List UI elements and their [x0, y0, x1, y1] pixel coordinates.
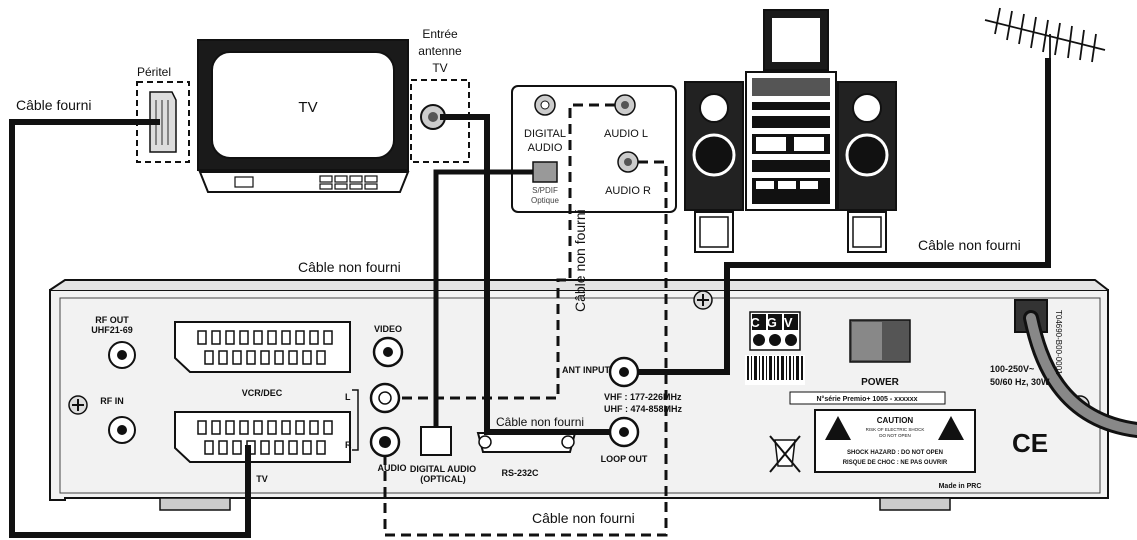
- scart-vcr-dec[interactable]: [174, 321, 351, 373]
- receiver-back-panel: [49, 279, 1109, 511]
- audio-right-rca-connector[interactable]: [369, 426, 401, 458]
- cable-audio-r: [383, 160, 668, 537]
- audio-l-label: AUDIO L: [604, 128, 648, 140]
- video-rca-connector[interactable]: [372, 336, 404, 368]
- cable-non-fourni-right-label: Câble non fourni: [918, 237, 1021, 253]
- digital-audio-optical-port[interactable]: [420, 426, 452, 456]
- antenna-icon: [984, 7, 1106, 63]
- spdif-optical-socket[interactable]: [532, 161, 558, 183]
- cable-non-fourni-center-label: Câble non fourni: [298, 259, 401, 275]
- rf-in-label: RF IN: [100, 396, 124, 406]
- cable-audio-l: [399, 103, 615, 400]
- digital-audio-label-2: AUDIO: [528, 142, 563, 154]
- caution-label: CAUTION RISK OF ELECTRIC SHOCK DO NOT OP…: [814, 409, 976, 473]
- digital-audio-optical-label-2: (OPTICAL): [420, 474, 466, 484]
- caution-sub-2: DO NOT OPEN: [879, 433, 910, 438]
- serial-number-label: N°série Premio+ 1005 - xxxxxx: [816, 395, 917, 403]
- loop-out-connector[interactable]: [608, 416, 640, 448]
- cable-scart-fourni: [9, 119, 251, 538]
- rf-out-connector[interactable]: [108, 341, 136, 369]
- made-in-label: Made in PRC: [939, 483, 982, 490]
- antenna-input-label-1: Entrée: [422, 27, 458, 41]
- ant-input-label: ANT INPUT: [562, 365, 610, 375]
- tv-label: TV: [298, 99, 317, 116]
- vcr-dec-label: VCR/DEC: [242, 388, 283, 398]
- tv-scart-label: TV: [256, 474, 268, 484]
- spdif-label-2: Optique: [531, 196, 560, 205]
- scart-tv[interactable]: [174, 411, 351, 463]
- weee-bin-icon: [769, 435, 801, 473]
- cable-fourni-label: Câble fourni: [16, 97, 92, 113]
- barcode: [745, 355, 805, 385]
- uhf-label: UHF : 474-858MHz: [604, 404, 683, 414]
- ant-input-connector[interactable]: [608, 356, 640, 388]
- rs232c-port[interactable]: [476, 432, 577, 453]
- spdif-label-1: S/PDIF: [532, 186, 558, 195]
- cable-antenna-input: [638, 58, 1051, 375]
- voltage-label-2: 50/60 Hz, 30W: [990, 377, 1050, 387]
- hifi-stereo-system: [684, 9, 897, 253]
- caution-title: CAUTION: [877, 416, 914, 425]
- cable-antenna-loop: [440, 114, 610, 435]
- audio-left-rca-connector[interactable]: [369, 382, 401, 414]
- rf-in-connector[interactable]: [108, 416, 136, 444]
- warning-triangle-icon: [825, 416, 851, 440]
- audio-r-label: AUDIO R: [605, 185, 651, 197]
- digital-audio-label-1: DIGITAL: [524, 128, 566, 140]
- rs232c-label: RS-232C: [501, 468, 539, 478]
- warning-triangle-icon: [938, 416, 964, 440]
- screw-icon: [693, 290, 713, 310]
- shock-hazard-line-2: RISQUE DE CHOC : NE PAS OUVRIR: [843, 460, 948, 466]
- power-label: POWER: [861, 377, 900, 388]
- cable-non-fourni-bottom-label: Câble non fourni: [532, 510, 635, 526]
- video-label: VIDEO: [374, 324, 402, 334]
- shock-hazard-line-1: SHOCK HAZARD : DO NOT OPEN: [847, 450, 943, 456]
- audio-label: AUDIO: [378, 463, 407, 473]
- voltage-label-1: 100-250V~: [990, 364, 1034, 374]
- ce-mark: CE: [1012, 428, 1048, 458]
- cable-non-fourni-vertical-label: Câble non fourni: [572, 209, 588, 312]
- cgv-logo-text: CGV: [750, 315, 799, 330]
- antenna-input-label-2: antenne: [418, 44, 462, 58]
- digital-audio-coax-socket[interactable]: [534, 94, 556, 116]
- loop-out-label: LOOP OUT: [601, 454, 648, 464]
- side-label: T04690-B00-0001: [1054, 310, 1063, 375]
- audio-right-label: R: [345, 440, 352, 450]
- rf-out-label-2: UHF21-69: [91, 325, 133, 335]
- caution-sub-1: RISK OF ELECTRIC SHOCK: [866, 427, 925, 432]
- peritel-label: Péritel: [137, 65, 171, 79]
- tv-set: TV: [197, 39, 410, 193]
- digital-audio-optical-label-1: DIGITAL AUDIO: [410, 464, 476, 474]
- rf-out-label-1: RF OUT: [95, 315, 129, 325]
- audio-r-socket[interactable]: [617, 151, 639, 173]
- vhf-label: VHF : 177-226MHz: [604, 392, 682, 402]
- cable-optical: [433, 169, 533, 427]
- antenna-input-label-3: TV: [432, 61, 447, 75]
- audio-l-socket[interactable]: [614, 94, 636, 116]
- cgv-logo: CGV: [749, 311, 801, 351]
- audio-left-label: L: [345, 392, 351, 402]
- screw-icon: [68, 395, 88, 415]
- cable-non-fourni-mid-label: Câble non fourni: [496, 415, 584, 429]
